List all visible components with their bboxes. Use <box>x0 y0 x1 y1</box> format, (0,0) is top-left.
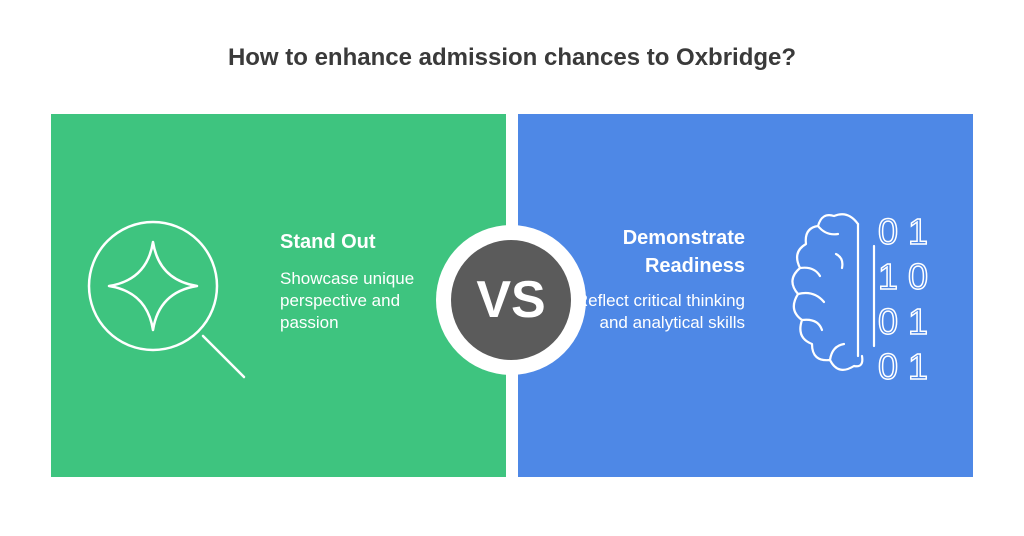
binary-row-4: 0 1 <box>878 346 928 387</box>
stand-out-panel: Stand Out Showcase unique perspective an… <box>51 114 506 477</box>
heading-line-2: Readiness <box>644 255 745 277</box>
vs-badge: VS <box>436 225 586 375</box>
demonstrate-readiness-heading: Demonstrate Readiness <box>545 224 745 280</box>
stand-out-heading: Stand Out <box>280 231 376 253</box>
heading-line-1: Demonstrate <box>622 227 745 249</box>
binary-row-1: 0 1 <box>878 211 928 252</box>
binary-row-2: 1 0 <box>878 256 928 297</box>
vs-label: VS <box>451 240 571 360</box>
stand-out-description: Showcase unique perspective and passion <box>280 269 415 332</box>
demonstrate-readiness-description: Reflect critical thinking and analytical… <box>575 291 745 332</box>
brain-binary-icon <box>791 213 876 371</box>
diagram-title: How to enhance admission chances to Oxbr… <box>227 44 797 71</box>
demonstrate-readiness-panel: Demonstrate Readiness Reflect critical t… <box>518 114 973 477</box>
binary-row-3: 0 1 <box>878 301 928 342</box>
binary-digits: 0 1 1 0 0 1 0 1 <box>878 210 929 388</box>
sparkle-magnifier-icon <box>87 220 246 379</box>
